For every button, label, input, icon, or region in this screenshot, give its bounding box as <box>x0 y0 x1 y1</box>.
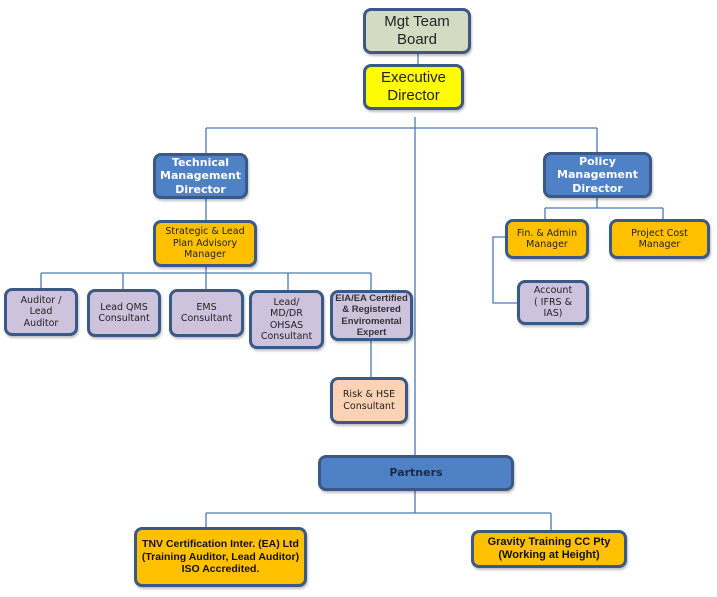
node-mgt-team-board: Mgt Team Board <box>363 8 471 54</box>
node-ohsas-consultant: Lead/ MD/DR OHSAS Consultant <box>249 290 324 349</box>
node-auditor-lead-auditor: Auditor / Lead Auditor <box>4 288 78 336</box>
node-risk-hse-consultant: Risk & HSE Consultant <box>330 377 408 424</box>
node-technical-management-director: Technical Management Director <box>153 153 248 199</box>
node-policy-management-director: Policy Management Director <box>543 152 652 198</box>
node-gravity-training: Gravity Training CC Pty (Working at Heig… <box>471 530 627 568</box>
node-fin-admin-manager: Fin. & Admin Manager <box>505 219 589 259</box>
node-project-cost-manager: Project Cost Manager <box>609 219 710 259</box>
node-tnv-certification: TNV Certification Inter. (EA) Ltd (Train… <box>134 527 307 587</box>
node-account-ifrs-ias: Account ( IFRS & IAS) <box>517 280 589 325</box>
connector-finadmin-account <box>492 236 518 304</box>
node-lead-qms-consultant: Lead QMS Consultant <box>87 289 161 337</box>
node-ems-consultant: EMS Consultant <box>169 289 244 337</box>
node-partners: Partners <box>318 455 514 491</box>
node-executive-director: Executive Director <box>363 64 464 110</box>
node-strategic-advisory-manager: Strategic & Lead Plan Advisory Manager <box>153 220 257 267</box>
node-eia-environmental-expert: EIA/EA Certified & Registered Enviroment… <box>330 290 413 341</box>
